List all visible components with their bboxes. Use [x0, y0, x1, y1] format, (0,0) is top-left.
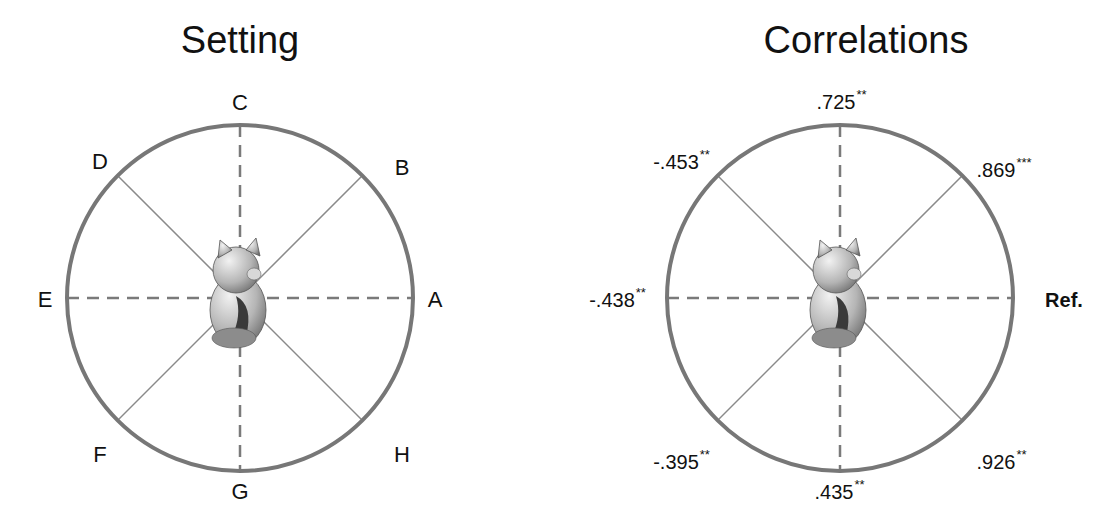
- spoke-lines: [667, 125, 1013, 471]
- significance-stars: **: [856, 88, 866, 101]
- panel-heading: Correlations: [764, 19, 969, 62]
- correlation-value: -.395: [653, 452, 699, 472]
- cat-figurine: [210, 238, 266, 348]
- circle-region: Setting: [10, 0, 470, 480]
- circle-region: Correlations: [610, 0, 1070, 480]
- correlation-value: .725: [817, 92, 856, 112]
- correlation-value: .435: [815, 482, 854, 502]
- position-letter: E: [38, 289, 53, 311]
- significance-stars: ***: [1016, 156, 1031, 169]
- correlation-value: Ref.: [1045, 290, 1083, 310]
- spoke-lines: [67, 125, 413, 471]
- significance-stars: **: [1016, 448, 1026, 461]
- position-letter: H: [394, 444, 410, 466]
- correlation-value: .926: [977, 452, 1016, 472]
- position-letter: A: [428, 289, 443, 311]
- position-letter: D: [92, 151, 108, 173]
- position-letter: F: [93, 444, 106, 466]
- correlation-value: .869: [977, 160, 1016, 180]
- circle-outline: [10, 0, 470, 480]
- circle-outline: [610, 0, 1070, 480]
- position-letter: B: [395, 157, 410, 179]
- position-letter: G: [231, 481, 248, 503]
- correlation-value: -.438: [589, 290, 635, 310]
- correlation-value: -.453: [653, 152, 699, 172]
- panel-heading: Setting: [181, 19, 299, 62]
- significance-stars: **: [700, 448, 710, 461]
- cat-figurine: [810, 238, 866, 348]
- significance-stars: **: [700, 148, 710, 161]
- significance-stars: **: [636, 286, 646, 299]
- significance-stars: **: [854, 478, 864, 491]
- position-letter: C: [232, 92, 248, 114]
